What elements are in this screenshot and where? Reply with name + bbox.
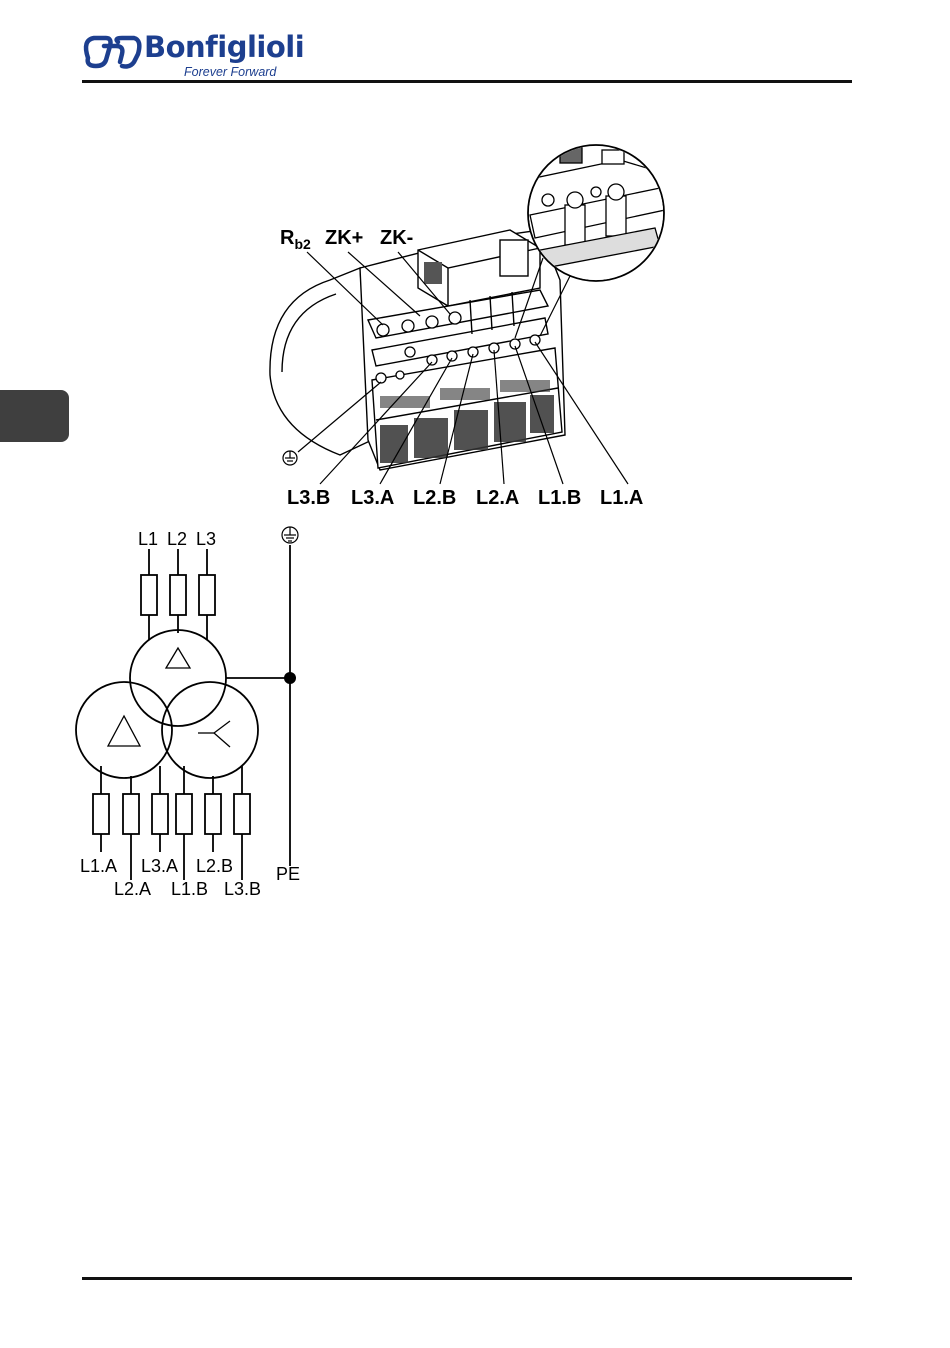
label-l3a-top: L3.A <box>351 487 394 509</box>
label-l1-input: L1 <box>138 529 158 549</box>
label-l2a-output: L2.A <box>114 879 151 899</box>
delta-symbol-icon <box>108 716 140 746</box>
footer-rule <box>82 1277 852 1280</box>
label-l2-input: L2 <box>167 529 187 549</box>
transformer-schematic <box>76 545 290 880</box>
label-l1b-top: L1.B <box>538 487 581 509</box>
label-l2a-top: L2.A <box>476 487 519 509</box>
pe-ground-symbol-icon <box>282 527 298 543</box>
label-l3-input: L3 <box>196 529 216 549</box>
label-pe: PE <box>276 864 300 884</box>
ground-symbol-icon <box>283 451 297 465</box>
label-zk-plus: ZK+ <box>325 227 363 249</box>
label-l3a-output: L3.A <box>141 856 178 876</box>
label-zk-minus: ZK- <box>380 227 413 249</box>
label-l1a-top: L1.A <box>600 487 643 509</box>
label-l1b-output: L1.B <box>171 879 208 899</box>
label-l2b-output: L2.B <box>196 856 233 876</box>
label-l2b-top: L2.B <box>413 487 456 509</box>
pe-junction-dot <box>284 672 296 684</box>
label-l3b-output: L3.B <box>224 879 261 899</box>
label-l3b-top: L3.B <box>287 487 330 509</box>
label-rb2: Rb2 <box>280 227 311 252</box>
label-l1a-output: L1.A <box>80 856 117 876</box>
delta-symbol-icon <box>166 648 190 668</box>
star-symbol-icon <box>198 721 230 747</box>
